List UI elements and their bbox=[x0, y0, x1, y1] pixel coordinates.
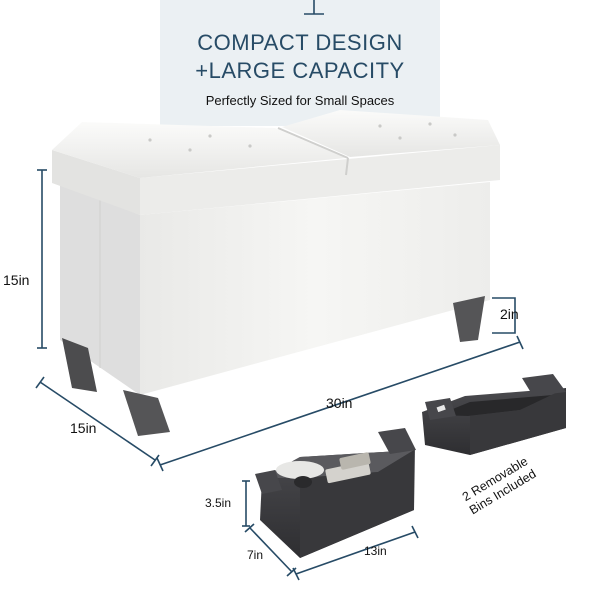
ottoman-lid-top-left bbox=[52, 122, 346, 178]
headline-line-1: COMPACT DESIGN bbox=[197, 30, 403, 55]
ottoman bbox=[52, 110, 500, 436]
hanger-icon bbox=[304, 0, 324, 15]
leg-height-dimension-label: 2in bbox=[500, 306, 519, 322]
storage-bin-back bbox=[422, 374, 566, 455]
bin-width-dimension-label: 13in bbox=[364, 544, 387, 558]
depth-dimension-label: 15in bbox=[70, 420, 97, 436]
bin-height-dimension-label: 3.5in bbox=[205, 496, 232, 510]
header-panel bbox=[160, 0, 440, 126]
ottoman-lid-top-right bbox=[282, 110, 500, 157]
ottoman-leg bbox=[453, 296, 485, 342]
bin-handle bbox=[378, 428, 416, 454]
subtitle: Perfectly Sized for Small Spaces bbox=[205, 93, 395, 108]
ottoman-lid-front bbox=[140, 145, 500, 215]
bin-handle bbox=[255, 470, 282, 494]
bin-depth-dimension-label: 7in bbox=[247, 548, 264, 562]
ottoman-lid-side bbox=[52, 150, 140, 215]
height-dimension-label: 15in bbox=[3, 272, 30, 288]
width-dimension-label: 30in bbox=[326, 395, 353, 411]
headline-line-2: +LARGE CAPACITY bbox=[195, 58, 405, 83]
ottoman-front-panel bbox=[140, 182, 490, 395]
bin-handle bbox=[522, 374, 566, 396]
ottoman-leg bbox=[123, 390, 170, 436]
storage-bin-front bbox=[255, 428, 416, 558]
dimension-lines bbox=[35, 169, 524, 581]
ottoman-leg bbox=[62, 338, 97, 392]
